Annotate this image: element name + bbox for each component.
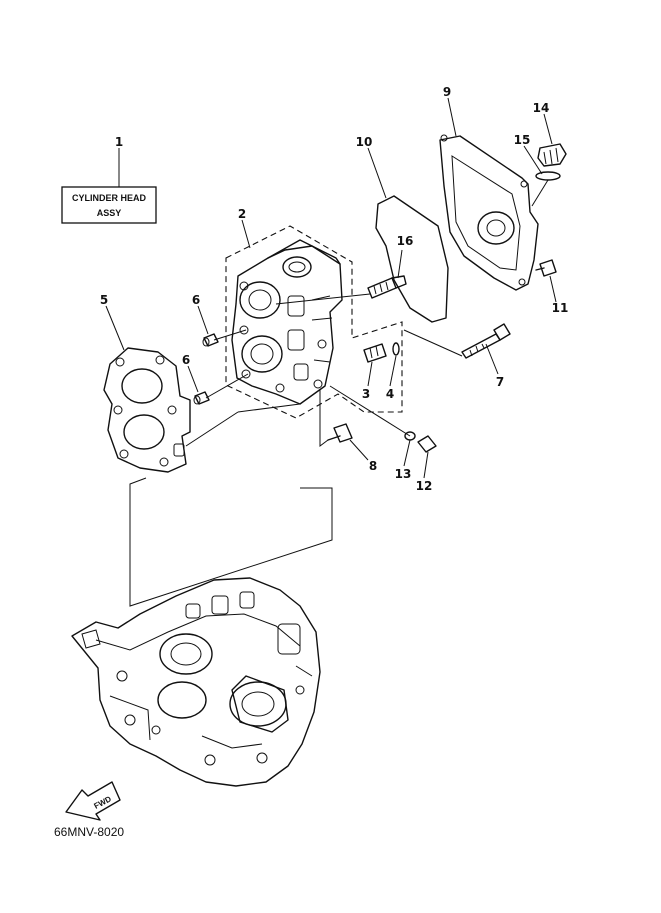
diagram-code: 66MNV-8020 — [54, 825, 124, 839]
bolt-12 — [417, 435, 437, 453]
callout-6-lower: 6 — [182, 353, 190, 367]
cylinder-block — [71, 577, 321, 787]
assembly-label-line1: CYLINDER HEAD — [72, 193, 147, 203]
callout-10: 10 — [356, 135, 373, 149]
fitting-3 — [363, 343, 387, 363]
bolt-8 — [327, 423, 353, 443]
spark-plug — [367, 275, 407, 299]
callout-11: 11 — [552, 301, 569, 315]
cap-o-ring — [535, 171, 561, 181]
dowel-pin-upper — [202, 333, 219, 347]
cover-bolt — [535, 259, 557, 277]
callout-14: 14 — [533, 101, 550, 115]
head-cover — [439, 134, 539, 291]
callout-7: 7 — [496, 375, 504, 389]
callout-16: 16 — [397, 234, 414, 248]
cylinder-head — [225, 225, 403, 419]
callout-2: 2 — [238, 207, 246, 221]
filler-cap — [537, 143, 567, 167]
callout-5: 5 — [100, 293, 108, 307]
assembly-label: CYLINDER HEAD ASSY — [61, 186, 157, 224]
assembly-label-line2: ASSY — [97, 208, 122, 218]
head-gasket — [103, 347, 191, 473]
cover-gasket — [375, 195, 449, 323]
dowel-pin-lower — [193, 391, 210, 405]
callout-13: 13 — [395, 467, 412, 481]
callout-4: 4 — [386, 387, 394, 401]
fwd-label: FWD — [92, 794, 113, 811]
callout-8: 8 — [369, 459, 377, 473]
fwd-direction-arrow: FWD — [65, 781, 121, 821]
callout-6-upper: 6 — [192, 293, 200, 307]
callout-15: 15 — [514, 133, 531, 147]
callout-3: 3 — [362, 387, 370, 401]
callout-1: 1 — [115, 135, 123, 149]
o-ring-4 — [392, 342, 400, 356]
assembly-label-box — [61, 186, 157, 224]
head-bolt-long — [461, 323, 511, 359]
callout-9: 9 — [443, 85, 451, 99]
callout-12: 12 — [416, 479, 433, 493]
